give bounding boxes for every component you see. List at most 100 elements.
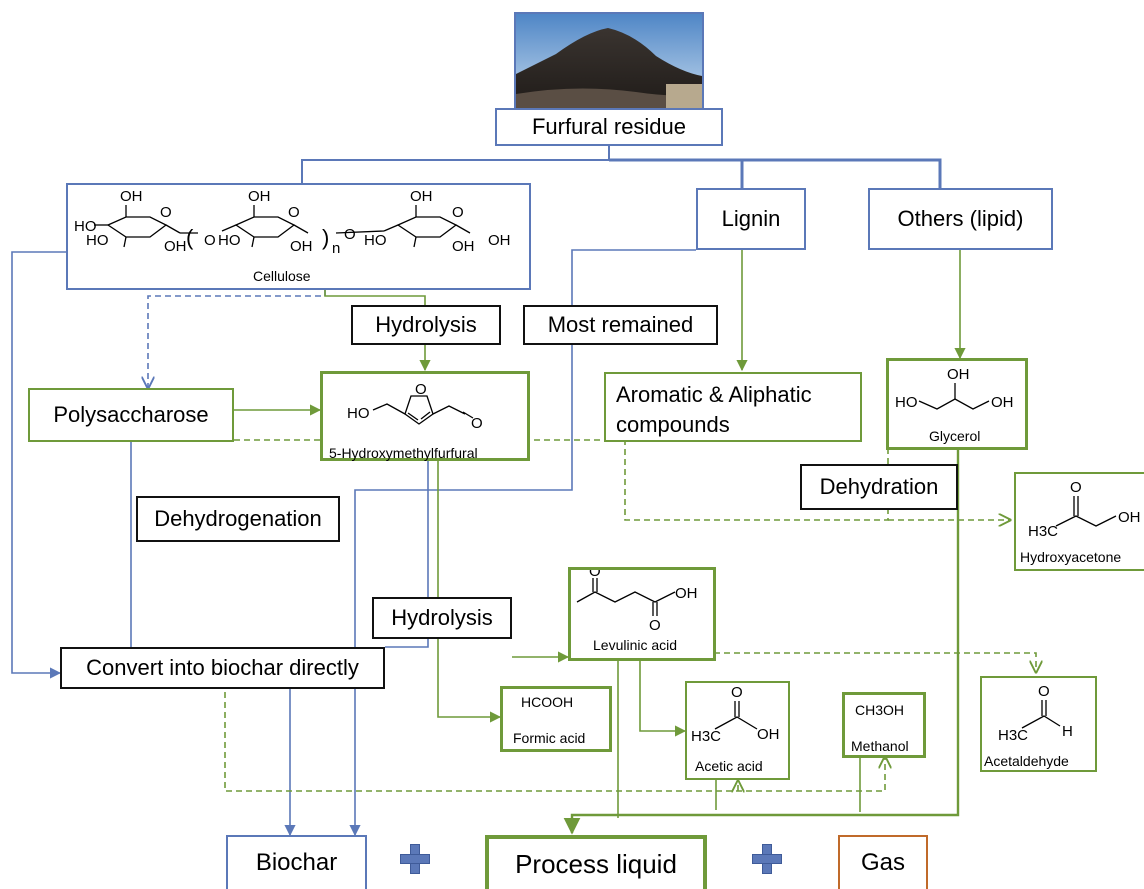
process-liquid-label: Process liquid (515, 849, 677, 879)
furfural-residue-photo (514, 12, 704, 111)
furfural-residue-label: Furfural residue (531, 114, 687, 139)
convert-biochar-node: Convert into biochar directly (60, 647, 385, 689)
others-lipid-node: Others (lipid) (868, 188, 1053, 250)
hmf-aldehyde-o: O (471, 415, 483, 432)
acetic-label: Acetic acid (695, 758, 763, 774)
oh-label-4: OH (290, 238, 313, 255)
acetaldehyde-structure: O H3C H (998, 683, 1073, 744)
levulinic-structure: O OH O (576, 570, 698, 634)
acetic-structure: O H3C OH (691, 684, 780, 745)
cellulose-structure: OH HO HO O OH ( O OH HO O OH ) n O OH HO… (74, 188, 511, 257)
hmf-ho-label: HO (347, 405, 370, 422)
o-label: O (160, 204, 172, 221)
methanol-formula: CH3OH (855, 702, 905, 718)
formic-label: Formic acid (513, 730, 586, 746)
glycerol-structure: OH HO OH (895, 366, 1014, 411)
top-branches (301, 143, 942, 188)
hydrolysis-step-1: Hydrolysis (351, 305, 501, 345)
glycerol-oh-right: OH (991, 394, 1014, 411)
hydroxyacetone-node: O H3C OH Hydroxyacetone (1014, 472, 1144, 571)
glycerol-ho: HO (895, 394, 918, 411)
most-remained-label: Most remained (547, 312, 694, 337)
acetaldehyde-h3c: H3C (998, 727, 1028, 744)
o-label-2: O (204, 232, 216, 249)
aromatic-label-line1: Aromatic & Aliphatic (616, 382, 812, 407)
furfural-residue-node: Furfural residue (495, 108, 723, 146)
hydrolysis-step-2: Hydrolysis (372, 597, 512, 639)
cellulose-label: Cellulose (253, 268, 311, 284)
hmf-label: 5-Hydroxymethylfurfural (329, 445, 478, 461)
acetaldehyde-label: Acetaldehyde (984, 753, 1069, 769)
blue-flows (11, 249, 696, 837)
oh-label-5: OH (410, 188, 433, 205)
subscript-n: n (332, 240, 340, 257)
oh-label-7: OH (488, 232, 511, 249)
hmf-o-label: O (415, 381, 427, 398)
levulinic-o-bottom: O (649, 617, 661, 634)
hydroxyacetone-h3c: H3C (1028, 523, 1058, 540)
glycerol-oh-top: OH (947, 366, 970, 383)
formic-acid-node: HCOOH Formic acid (500, 686, 612, 752)
levulinic-o-top: O (589, 570, 601, 580)
formic-formula: HCOOH (521, 694, 574, 710)
ho-label-4: HO (364, 232, 387, 249)
aromatic-aliphatic-node: Aromatic & Aliphatic compounds (604, 372, 862, 442)
dehydrogenation-step: Dehydrogenation (136, 496, 340, 542)
hydroxyacetone-o: O (1070, 479, 1082, 496)
hmf-structure: O HO O (347, 381, 483, 432)
dehydrogenation-label: Dehydrogenation (154, 506, 322, 531)
ho-label-2: HO (86, 232, 109, 249)
acetaldehyde-h: H (1062, 723, 1073, 740)
levulinic-acid-node: O OH O Levulinic acid (568, 567, 716, 661)
others-lipid-label: Others (lipid) (897, 206, 1024, 231)
glycerol-label: Glycerol (929, 428, 981, 444)
convert-biochar-label: Convert into biochar directly (86, 655, 359, 680)
ho-label-3: HO (218, 232, 241, 249)
hydroxyacetone-structure: O H3C OH (1028, 479, 1141, 540)
oh-label: OH (120, 188, 143, 205)
acetaldehyde-node: O H3C H Acetaldehyde (980, 676, 1097, 772)
open-paren: ( (186, 225, 194, 250)
polysaccharose-label: Polysaccharose (53, 402, 209, 427)
acetaldehyde-o: O (1038, 683, 1050, 700)
lignin-node: Lignin (696, 188, 806, 250)
acetic-oh: OH (757, 726, 780, 743)
o-label-4: O (344, 226, 356, 243)
levulinic-label: Levulinic acid (593, 637, 678, 653)
cellulose-to-polysaccharose-dashed (148, 290, 326, 388)
acetic-acid-node: O H3C OH Acetic acid (685, 681, 790, 780)
hmf-node: O HO O 5-Hydroxymethylfurfural (320, 371, 530, 461)
dehydration-step: Dehydration (800, 464, 958, 510)
hydrolysis-label: Hydrolysis (375, 312, 477, 337)
gas-label: Gas (860, 849, 905, 876)
plus-icon (400, 844, 430, 874)
process-liquid-node: Process liquid (485, 835, 707, 889)
aromatic-label-line2: compounds (616, 412, 730, 437)
cellulose-node: OH HO HO O OH ( O OH HO O OH ) n O OH HO… (66, 183, 531, 290)
biochar-label: Biochar (255, 849, 338, 876)
hydrolysis-2-label: Hydrolysis (391, 605, 493, 630)
levulinic-oh: OH (675, 585, 698, 602)
hydroxyacetone-label: Hydroxyacetone (1020, 549, 1122, 565)
plus-icon-2 (752, 844, 782, 874)
methanol-node: CH3OH Methanol (842, 692, 926, 758)
gas-node: Gas (838, 835, 928, 889)
o-label-5: O (452, 204, 464, 221)
most-remained-step: Most remained (523, 305, 718, 345)
oh-label-2: OH (164, 238, 187, 255)
ho-label: HO (74, 218, 97, 235)
lignin-label: Lignin (721, 206, 781, 231)
acetic-o: O (731, 684, 743, 701)
glycerol-node: OH HO OH Glycerol (886, 358, 1028, 450)
biochar-node: Biochar (226, 835, 367, 889)
polysaccharose-node: Polysaccharose (28, 388, 234, 442)
oh-label-6: OH (452, 238, 475, 255)
acetic-h3c: H3C (691, 728, 721, 745)
methanol-label: Methanol (851, 738, 909, 754)
o-label-3: O (288, 204, 300, 221)
dehydration-label: Dehydration (819, 474, 939, 499)
close-paren: ) (322, 225, 329, 250)
hydroxyacetone-oh: OH (1118, 509, 1141, 526)
oh-label-3: OH (248, 188, 271, 205)
